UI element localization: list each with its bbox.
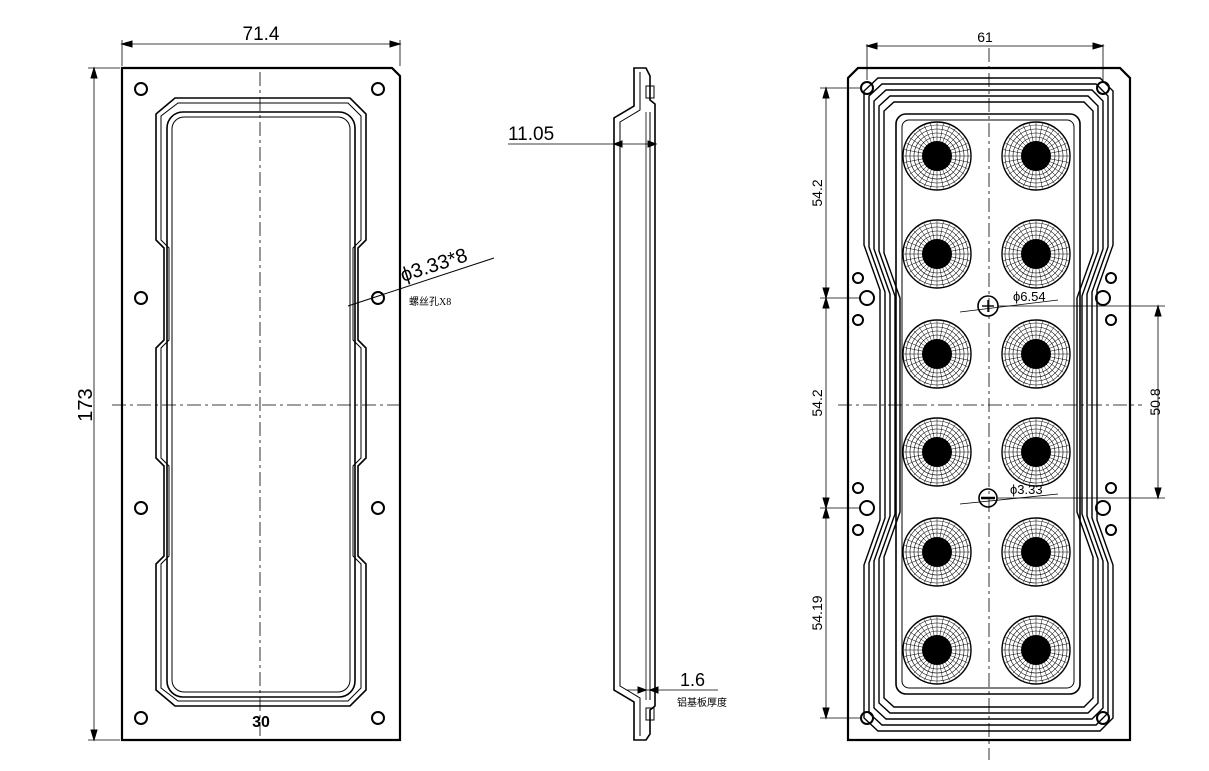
seal-contour bbox=[863, 77, 1114, 732]
mount-hole-small bbox=[852, 314, 864, 326]
screw-hole bbox=[134, 291, 148, 305]
side-profile-inner bbox=[619, 72, 641, 736]
mount-hole bbox=[860, 711, 874, 725]
side-profile-outer bbox=[613, 67, 656, 741]
arrow bbox=[612, 140, 623, 148]
arrow bbox=[822, 287, 830, 300]
center-hole-small bbox=[978, 488, 998, 508]
front-frame-outer bbox=[155, 97, 367, 707]
arrow bbox=[389, 40, 402, 48]
mount-hole bbox=[859, 500, 875, 516]
arrow bbox=[865, 42, 878, 50]
mount-hole bbox=[859, 290, 875, 306]
screw-hole bbox=[371, 711, 385, 725]
lens bbox=[902, 219, 972, 289]
hole-leader bbox=[347, 257, 495, 307]
side-view-labels: 11.05 1.6 铝基板厚度 bbox=[508, 124, 727, 709]
front-window-inner bbox=[171, 116, 351, 693]
arrow bbox=[648, 686, 659, 694]
side-lug bbox=[645, 707, 655, 721]
lens bbox=[902, 615, 972, 685]
back-plate-outline bbox=[846, 66, 1132, 742]
arrow bbox=[822, 296, 830, 309]
lens-grid bbox=[902, 121, 1071, 685]
back-seg1-dim: 54.2 bbox=[809, 179, 825, 206]
arrow bbox=[822, 707, 830, 720]
front-view bbox=[88, 40, 495, 742]
seal-contour bbox=[878, 95, 1099, 714]
mount-hole bbox=[860, 81, 874, 95]
lens bbox=[1001, 121, 1071, 191]
mount-hole-small bbox=[1105, 524, 1117, 536]
front-width-dim: 71.4 bbox=[243, 24, 280, 45]
back-hole-small: ϕ3.33 bbox=[1010, 482, 1043, 497]
screw-hole bbox=[134, 501, 148, 515]
back-view bbox=[820, 42, 1165, 760]
mount-hole bbox=[1095, 500, 1111, 516]
hole-leader bbox=[959, 493, 1059, 505]
mount-hole-small bbox=[1105, 272, 1117, 284]
back-spacing-dim: 50.8 bbox=[1147, 388, 1163, 415]
side-board-dim: 1.6 bbox=[680, 670, 705, 690]
arrow bbox=[1092, 42, 1105, 50]
lens bbox=[902, 517, 972, 587]
lens-window-inner bbox=[901, 119, 1075, 689]
arrow bbox=[822, 86, 830, 99]
arrow bbox=[1154, 487, 1162, 500]
screw-hole bbox=[134, 82, 148, 96]
seal-contours bbox=[863, 77, 1114, 732]
hole-note: ϕ3.33*8 bbox=[398, 244, 470, 286]
front-window-outer bbox=[166, 111, 356, 698]
mount-hole-small bbox=[1105, 314, 1117, 326]
arrow bbox=[90, 66, 98, 79]
arrow bbox=[1154, 304, 1162, 317]
front-height-dim: 173 bbox=[75, 388, 97, 421]
screw-hole bbox=[134, 711, 148, 725]
lens bbox=[1001, 417, 1071, 487]
lens bbox=[902, 121, 972, 191]
arrow bbox=[637, 686, 648, 694]
back-hole-large: ϕ6.54 bbox=[1013, 289, 1046, 304]
side-lug bbox=[645, 85, 655, 99]
hole-note-cn: 螺丝孔X8 bbox=[409, 296, 451, 308]
seal-contour bbox=[883, 101, 1094, 708]
front-view-labels: 71.4 173 ϕ3.33*8 螺丝孔X8 30 bbox=[75, 24, 470, 731]
lens bbox=[1001, 319, 1071, 389]
back-mounting-holes bbox=[852, 81, 1117, 725]
back-view-labels: 61 54.2 54.2 54.19 50.8 ϕ6.54 ϕ3.33 bbox=[809, 29, 1163, 631]
mount-hole-small bbox=[1105, 482, 1117, 494]
mount-hole-small bbox=[852, 524, 864, 536]
mount-hole-small bbox=[852, 482, 864, 494]
mount-hole bbox=[1096, 711, 1110, 725]
screw-hole bbox=[371, 501, 385, 515]
label-30: 30 bbox=[252, 714, 270, 731]
side-thickness-dim: 11.05 bbox=[508, 124, 554, 145]
front-plate-outline bbox=[120, 66, 402, 742]
seal-contour bbox=[868, 83, 1109, 726]
lens bbox=[1001, 219, 1071, 289]
side-board-note-cn: 铝基板厚度 bbox=[677, 696, 727, 709]
lens bbox=[902, 319, 972, 389]
back-width-dim: 61 bbox=[977, 29, 993, 45]
front-frame-mid bbox=[160, 102, 362, 702]
arrow bbox=[822, 497, 830, 510]
back-seg2-dim: 54.2 bbox=[809, 389, 825, 416]
lens bbox=[902, 417, 972, 487]
arrow bbox=[120, 40, 133, 48]
lens bbox=[1001, 517, 1071, 587]
mount-hole-small bbox=[852, 272, 864, 284]
side-view bbox=[508, 67, 718, 741]
mount-hole bbox=[1096, 81, 1110, 95]
seal-contour bbox=[873, 89, 1104, 720]
arrow bbox=[822, 506, 830, 519]
screw-hole bbox=[371, 82, 385, 96]
back-seg3-dim: 54.19 bbox=[809, 595, 825, 630]
mount-hole bbox=[1095, 290, 1111, 306]
arrow bbox=[647, 140, 658, 148]
lens bbox=[1001, 615, 1071, 685]
arrow bbox=[90, 729, 98, 742]
lens-window-outer bbox=[895, 113, 1081, 695]
